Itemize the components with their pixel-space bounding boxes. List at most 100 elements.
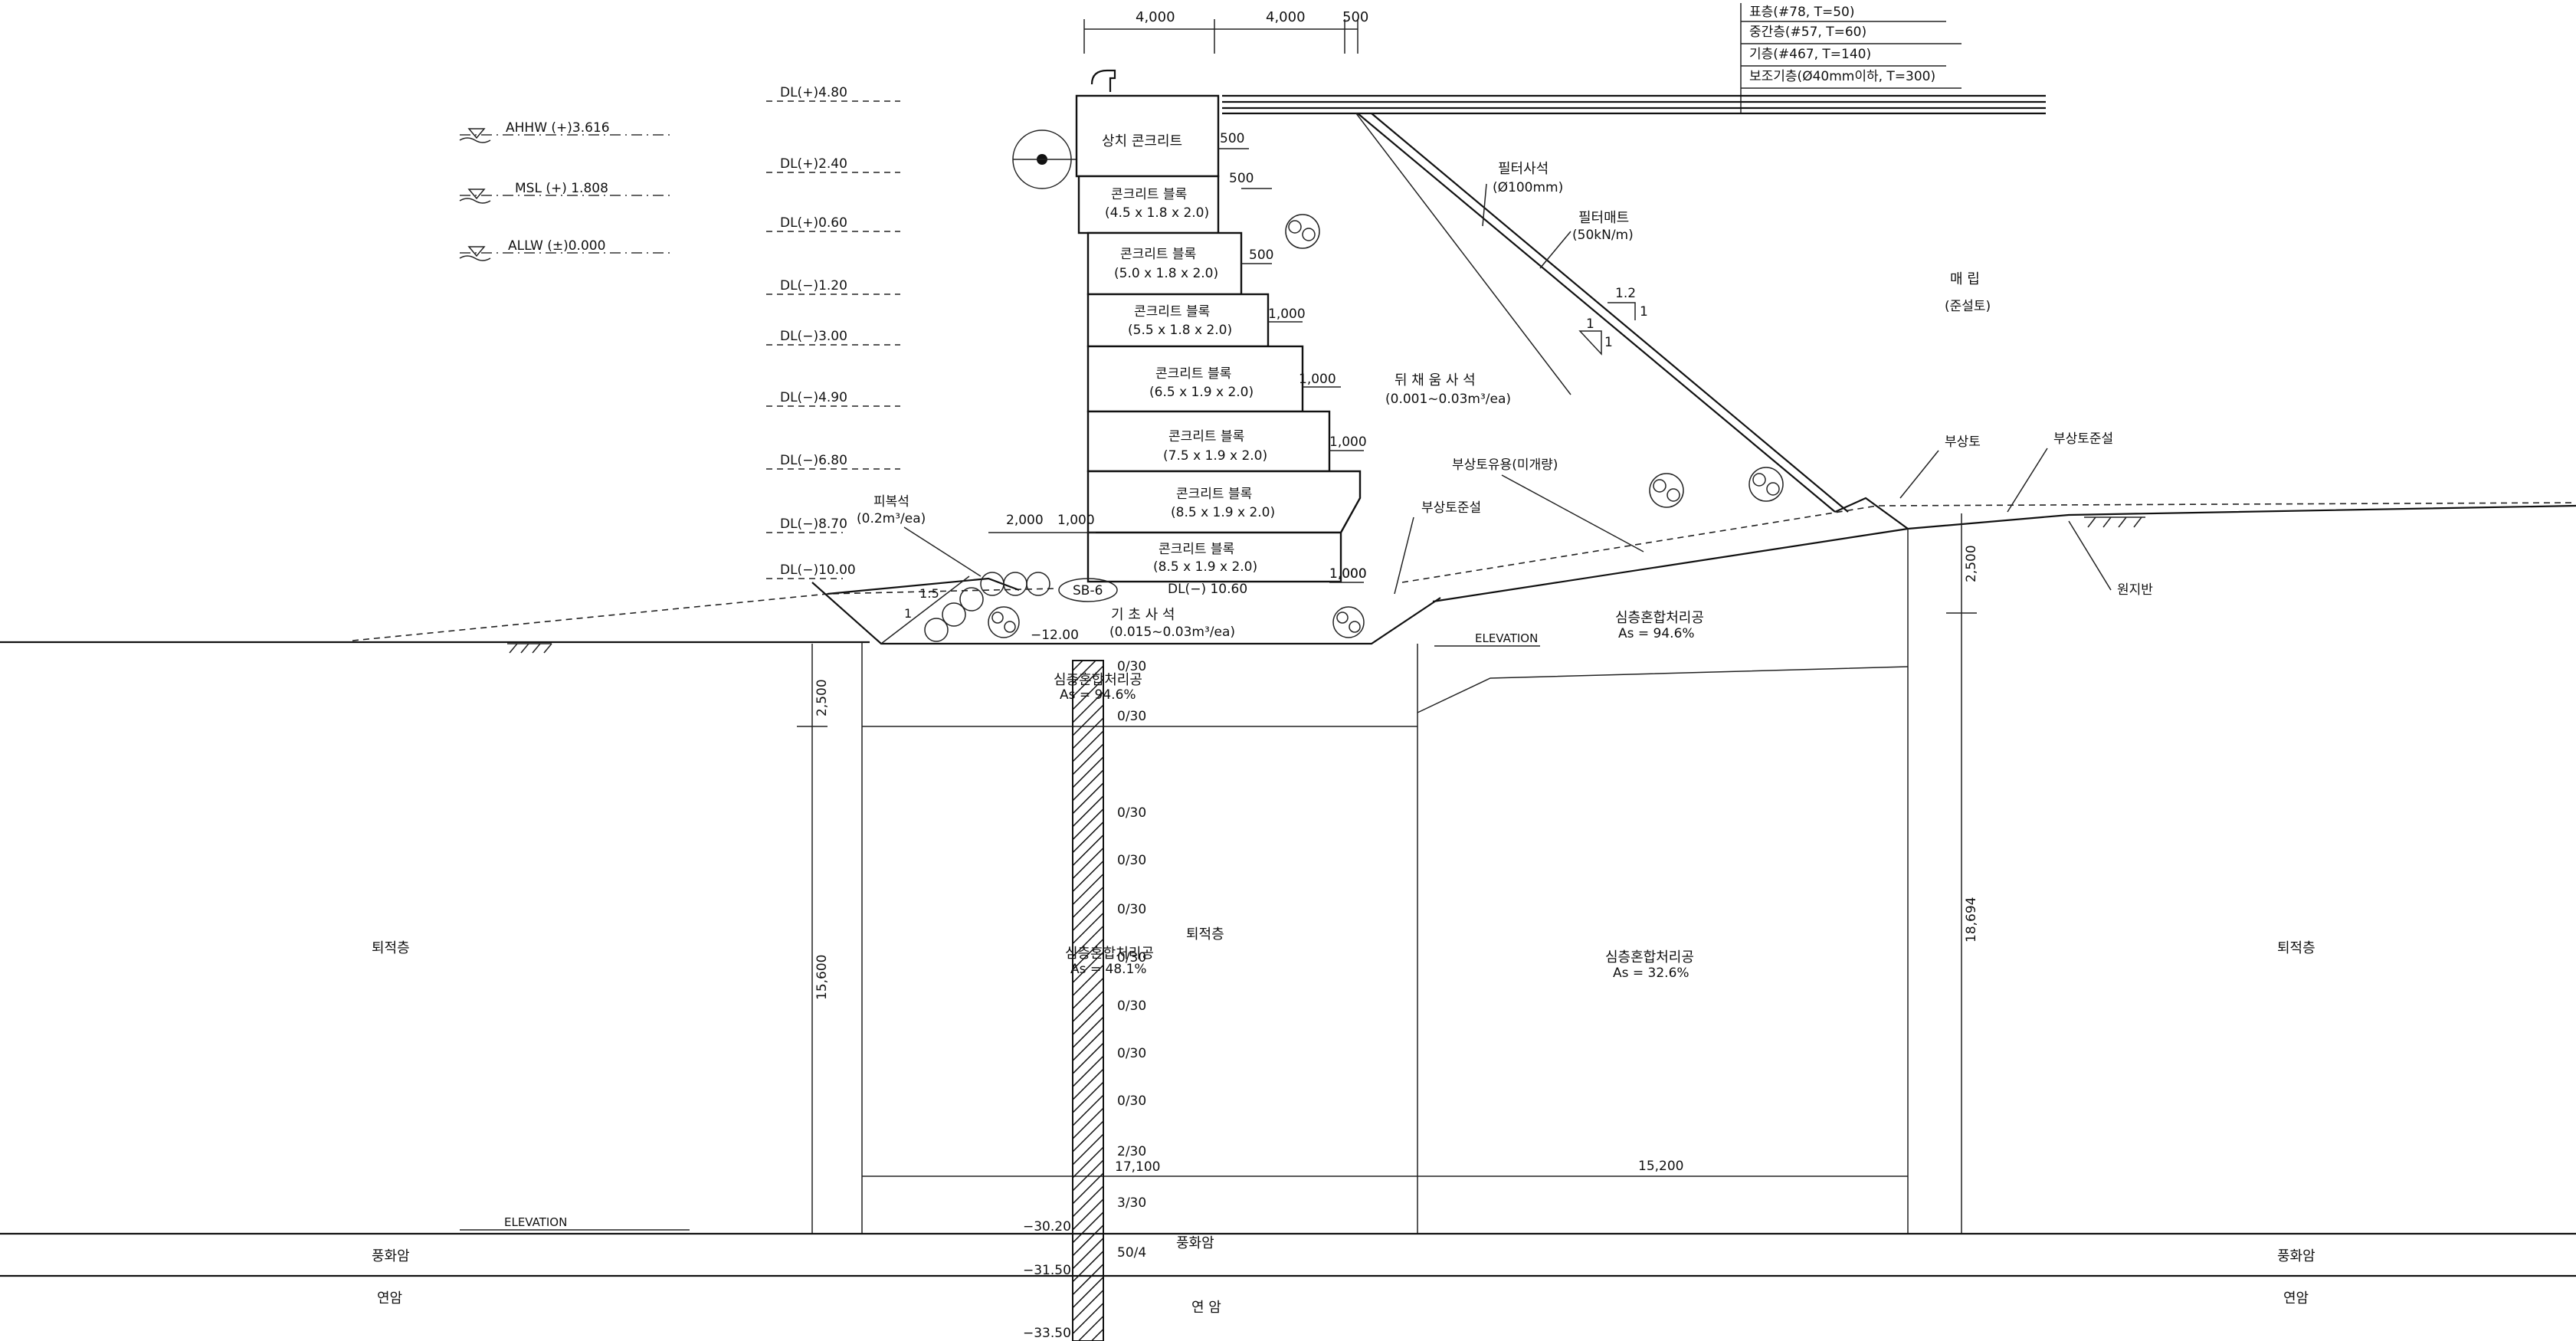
spt-value: 0/30 bbox=[1117, 853, 1146, 868]
foundation-spec: (0.015~0.03m³/ea) bbox=[1109, 625, 1235, 640]
elevation-label-1: ELEVATION bbox=[1475, 631, 1538, 645]
spt-value: 3/30 bbox=[1117, 1195, 1146, 1211]
dsm-right-as: As = 32.6% bbox=[1613, 966, 1689, 981]
tide-marker-icon bbox=[467, 189, 486, 200]
backfill-label: 뒤 채 움 사 석 bbox=[1395, 372, 1476, 389]
spt-value: 0/30 bbox=[1117, 1046, 1146, 1061]
reclaim-sub-label: (준설토) bbox=[1945, 299, 1991, 314]
block-6-label: 콘크리트 블록 bbox=[1176, 487, 1252, 502]
block-7-label: 콘크리트 블록 bbox=[1159, 542, 1234, 557]
backfill-spec: (0.001~0.03m³/ea) bbox=[1385, 392, 1511, 407]
dsm-mid-label: 심층혼합처리공 bbox=[1065, 946, 1154, 962]
weathered-mid-label: 풍화암 bbox=[1176, 1235, 1214, 1251]
concrete-block-2 bbox=[1086, 231, 1243, 296]
sb-marker-label: SB-6 bbox=[1073, 583, 1103, 598]
dim-2500-right: 2,500 bbox=[1964, 545, 1979, 582]
depth-3020: −30.20 bbox=[1023, 1219, 1071, 1234]
weathered-left-label: 풍화암 bbox=[372, 1248, 410, 1264]
dl-levels: DL(+)4.80 DL(+)2.40 DL(+)0.60 DL(−)1.20 … bbox=[766, 85, 900, 579]
sediment-left-label: 퇴적층 bbox=[372, 940, 410, 956]
filter-mat-label: 필터매트 bbox=[1578, 210, 1629, 226]
spt-value: 50/4 bbox=[1117, 1245, 1146, 1261]
block-6-size: (8.5 x 1.9 x 2.0) bbox=[1171, 505, 1275, 520]
concrete-block-7 bbox=[1086, 531, 1342, 583]
depth-3350: −33.50 bbox=[1023, 1326, 1071, 1341]
sediment-right-label: 퇴적층 bbox=[2277, 940, 2315, 956]
dl-level-8: DL(−)8.70 bbox=[780, 516, 847, 532]
tide-marker-icon bbox=[467, 246, 486, 257]
reclaim-label: 매 립 bbox=[1950, 271, 1980, 287]
armor-dim-1: 2,000 bbox=[1006, 513, 1044, 528]
weathered-right-label: 풍화암 bbox=[2277, 1248, 2315, 1264]
spt-value: 0/30 bbox=[1117, 950, 1146, 966]
toe-dim-label: 1,000 bbox=[1329, 566, 1367, 582]
top-dim-1: 4,000 bbox=[1136, 9, 1175, 25]
dl-level-7: DL(−)6.80 bbox=[780, 453, 847, 468]
spt-value: 0/30 bbox=[1117, 805, 1146, 821]
spt-value: 0/30 bbox=[1117, 709, 1146, 724]
soft-rock-mid-label: 연 암 bbox=[1191, 1300, 1221, 1316]
filter-stone-label: 필터사석 bbox=[1498, 161, 1549, 177]
step-dim-4: 1,000 bbox=[1268, 307, 1306, 322]
backfill-slope: 필터사석 (Ø100mm) 필터매트 (50kN/m) 1.2 1 1 1 bbox=[1355, 113, 1909, 530]
seabed-and-mound: SB-6 bbox=[0, 502, 2576, 645]
block-1-size: (4.5 x 1.8 x 2.0) bbox=[1105, 205, 1209, 221]
block-2-size: (5.0 x 1.8 x 2.0) bbox=[1114, 266, 1218, 281]
soft-soil-right-label: 부상토 bbox=[1945, 434, 1981, 450]
step-dim-2: 500 bbox=[1229, 171, 1254, 186]
dsm-mid-as: As = 48.1% bbox=[1070, 962, 1147, 977]
cap-concrete bbox=[1075, 94, 1220, 178]
spt-value: 0/30 bbox=[1117, 1093, 1146, 1109]
armor-stone-icon bbox=[924, 572, 1050, 642]
block-2-label: 콘크리트 블록 bbox=[1120, 247, 1196, 262]
step-dimensions: 500 500 500 1,000 1,000 1,000 1,000 bbox=[1218, 131, 1367, 583]
top-dimension-group: 4,000 4,000 500 bbox=[1083, 9, 1368, 54]
spt-value: 0/30 bbox=[1117, 659, 1146, 674]
step-dim-6: 1,000 bbox=[1329, 434, 1367, 450]
soft-dredge-label: 부상토준설 bbox=[1421, 500, 1481, 516]
slope-b-v: 1 bbox=[1604, 335, 1613, 350]
armor-dim-2: 1,000 bbox=[1057, 513, 1095, 528]
step-dim-1: 500 bbox=[1220, 131, 1244, 146]
foundation-label: 기 초 사 석 bbox=[1111, 607, 1175, 623]
dl-level-3: DL(+)0.60 bbox=[780, 215, 847, 231]
soft-prevent-label: 부상토유용(미개량) bbox=[1452, 457, 1558, 473]
dsm-zones bbox=[811, 513, 1962, 1234]
concrete-block-6 bbox=[1086, 470, 1362, 534]
legend-surface-layer: 표층(#78, T=50) bbox=[1749, 5, 1855, 20]
slope-front-v: 1 bbox=[904, 606, 912, 621]
step-dim-7: 1,000 bbox=[1329, 566, 1367, 582]
concrete-block-stack: 콘크리트 블록 (4.5 x 1.8 x 2.0) 콘크리트 블록 (5.0 x… bbox=[1077, 175, 1362, 583]
dim-15600: 15,600 bbox=[814, 955, 830, 1000]
block-4-label: 콘크리트 블록 bbox=[1155, 366, 1231, 382]
dsm-right-label: 심층혼합처리공 bbox=[1605, 949, 1694, 966]
step-dim-5: 1,000 bbox=[1299, 372, 1336, 387]
dl-level-5: DL(−)3.00 bbox=[780, 329, 847, 344]
spt-value: 2/30 bbox=[1117, 1144, 1146, 1159]
block-7-size: (8.5 x 1.9 x 2.0) bbox=[1153, 559, 1257, 575]
dl-level-9: DL(−)10.00 bbox=[780, 562, 856, 578]
dl-level-4: DL(−)1.20 bbox=[780, 278, 847, 293]
block-1-label: 콘크리트 블록 bbox=[1111, 187, 1187, 202]
top-dim-3: 500 bbox=[1342, 9, 1368, 25]
step-dim-3: 500 bbox=[1249, 248, 1273, 263]
block-5-size: (7.5 x 1.9 x 2.0) bbox=[1163, 448, 1267, 464]
slope-b-h: 1 bbox=[1586, 316, 1594, 332]
spt-value: 0/30 bbox=[1117, 998, 1146, 1014]
sb-marker bbox=[1058, 578, 1118, 602]
concrete-block-1 bbox=[1077, 175, 1220, 234]
tide-allw: ALLW (±)0.000 bbox=[508, 238, 605, 254]
original-ground-label: 원지반 bbox=[2117, 582, 2153, 598]
dsm-right-top-as: As = 94.6% bbox=[1618, 626, 1695, 641]
dl-level-1: DL(+)4.80 bbox=[780, 85, 847, 100]
dsm-right-top-label: 심층혼합처리공 bbox=[1615, 610, 1704, 626]
tide-msl: MSL (+) 1.808 bbox=[515, 181, 608, 196]
boring-column bbox=[1072, 660, 1104, 1341]
depth-3150: −31.50 bbox=[1023, 1263, 1071, 1278]
armor-spec: (0.2m³/ea) bbox=[857, 511, 926, 526]
dim-17100: 17,100 bbox=[1115, 1159, 1160, 1175]
soft-soil-dredge-right-label: 부상토준설 bbox=[2053, 431, 2113, 447]
rubble-stone-icon bbox=[988, 214, 1784, 638]
elevation-label-2: ELEVATION bbox=[504, 1215, 567, 1229]
